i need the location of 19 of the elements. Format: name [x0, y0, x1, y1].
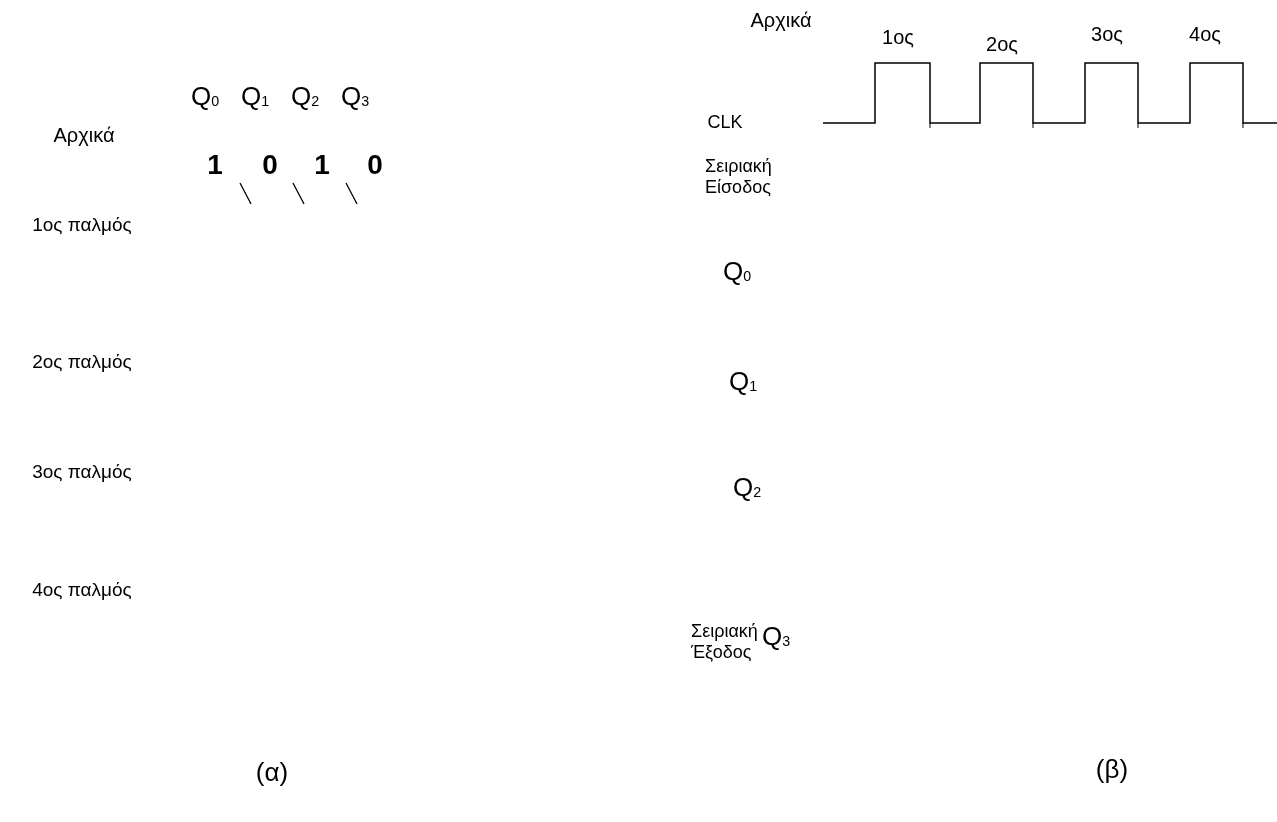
pulse-label: 2ος [986, 32, 1018, 56]
state-label: Αρχικά [750, 8, 812, 32]
panel-label: (β) [1095, 755, 1129, 785]
panel-label: (α) [255, 758, 289, 788]
pulse-label: 1ος παλμός [32, 214, 132, 236]
pulse-label: 1ος [882, 25, 914, 49]
signal-label: Σειριακή Έξοδος [691, 621, 759, 663]
bit-value: 0 [262, 148, 278, 182]
pulse-label: 2ος παλμός [32, 351, 132, 373]
state-label: Αρχικά [53, 123, 115, 147]
signal-label: Σειριακή Είσοδος [705, 156, 773, 198]
signal-label: CLK [707, 111, 743, 133]
pulse-label: 4ος [1189, 22, 1221, 46]
pulse-label: 4ος παλμός [32, 579, 132, 601]
pulse-label: 3ος παλμός [32, 461, 132, 483]
bit-value: 1 [314, 148, 330, 182]
pulse-label: 3ος [1091, 22, 1123, 46]
bit-value: 0 [367, 148, 383, 182]
bit-value: 1 [207, 148, 223, 182]
